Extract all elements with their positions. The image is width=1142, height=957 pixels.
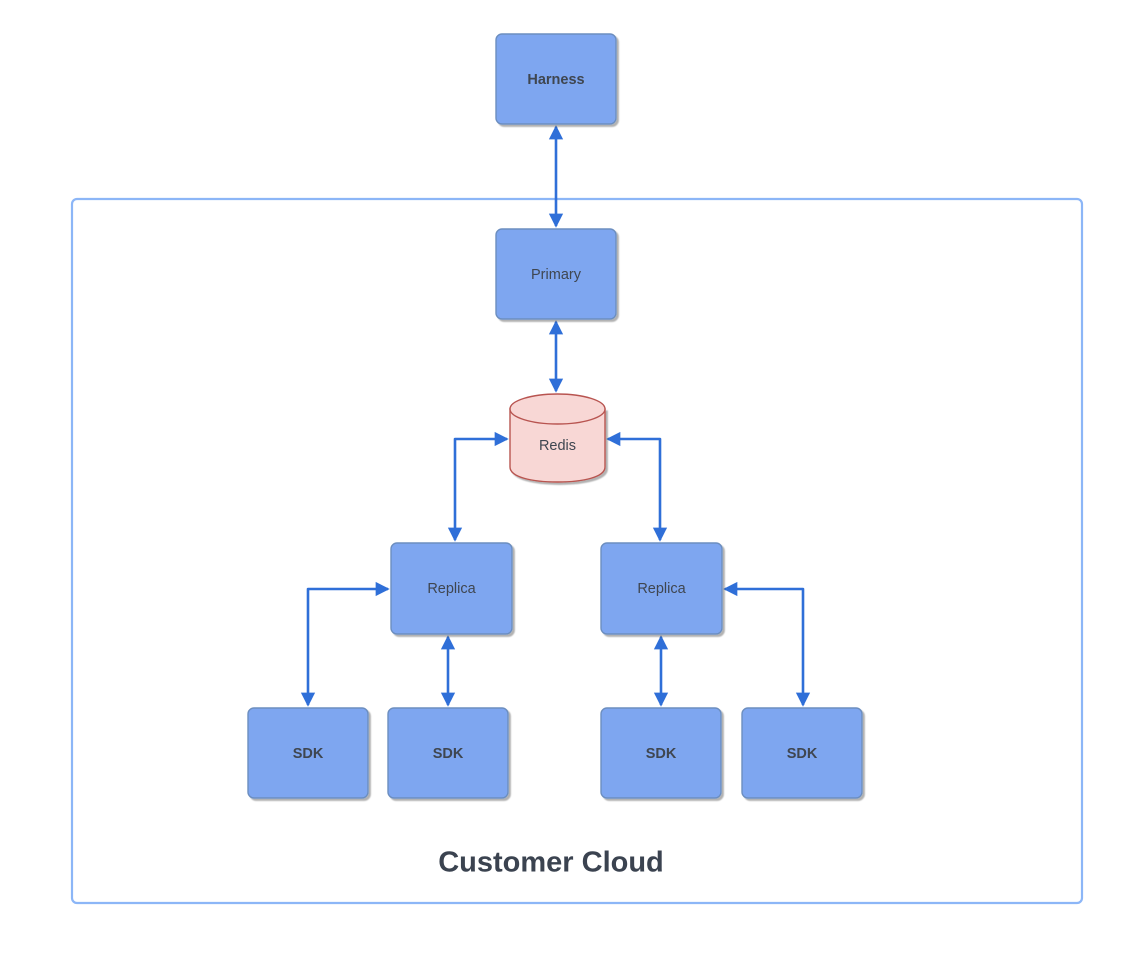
- node-sdk-1-label: SDK: [293, 746, 324, 762]
- node-sdk-1[interactable]: SDK: [247, 707, 369, 799]
- node-sdk-3[interactable]: SDK: [600, 707, 722, 799]
- edge-layer: [300, 125, 811, 707]
- edge-replica-left-sdk-1: [300, 581, 390, 707]
- node-redis-label: Redis: [539, 438, 576, 454]
- node-sdk-1-shape[interactable]: [247, 707, 369, 799]
- node-sdk-4-shape[interactable]: [741, 707, 863, 799]
- node-redis-cylinder-body[interactable]: [509, 408, 606, 483]
- node-sdk-4[interactable]: SDK: [741, 707, 863, 799]
- group-border-customer-cloud: [70, 197, 1084, 905]
- node-replica-right[interactable]: Replica: [600, 542, 723, 635]
- node-sdk-4-label: SDK: [787, 746, 818, 762]
- node-replica-left[interactable]: Replica: [390, 542, 513, 635]
- node-replica-right-shape[interactable]: [600, 542, 723, 635]
- edge-redis-replica-right: [606, 431, 668, 542]
- group-customer-cloud: Customer Cloud: [70, 197, 1084, 905]
- node-replica-left-shape[interactable]: [390, 542, 513, 635]
- node-replica-left-label: Replica: [427, 581, 476, 597]
- node-harness-label: Harness: [527, 72, 584, 88]
- node-primary-label: Primary: [531, 267, 582, 283]
- node-layer: Harness Primary Redis Replica Repli: [247, 33, 863, 799]
- node-harness-shape[interactable]: [495, 33, 617, 125]
- node-replica-right-label: Replica: [637, 581, 686, 597]
- node-sdk-2-label: SDK: [433, 746, 464, 762]
- node-sdk-3-label: SDK: [646, 746, 677, 762]
- node-sdk-3-shape[interactable]: [600, 707, 722, 799]
- node-redis-cylinder-top: [509, 393, 606, 425]
- node-sdk-2-shape[interactable]: [387, 707, 509, 799]
- edge-redis-replica-left: [447, 431, 509, 542]
- edge-replica-right-sdk-4: [723, 581, 811, 707]
- node-primary-shape[interactable]: [495, 228, 617, 320]
- node-primary[interactable]: Primary: [495, 228, 617, 320]
- node-sdk-2[interactable]: SDK: [387, 707, 509, 799]
- node-redis[interactable]: Redis: [509, 393, 606, 483]
- node-harness[interactable]: Harness: [495, 33, 617, 125]
- group-title-customer-cloud: Customer Cloud: [438, 847, 664, 879]
